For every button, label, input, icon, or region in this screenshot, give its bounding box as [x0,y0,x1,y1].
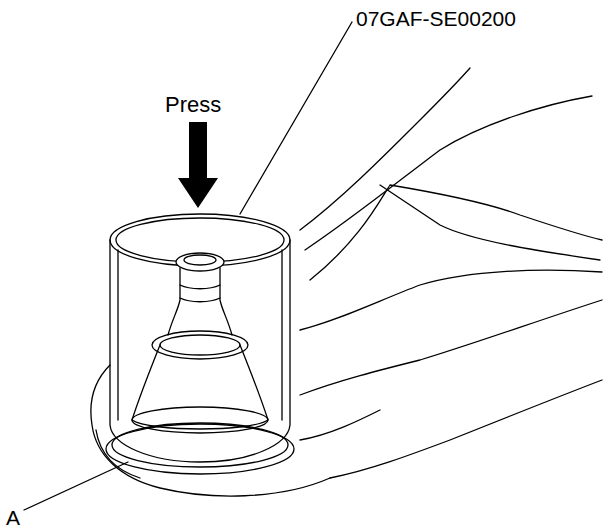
ball-joint-boot [132,345,268,429]
arm-edge [380,185,600,260]
leader-line [240,22,352,214]
arm-edge [305,96,592,250]
flange-outline [91,365,330,496]
boot-ring [152,331,248,359]
action-label: Press [165,94,221,116]
ball-joint-stud [168,268,232,335]
arm-edge [330,380,602,478]
stud-tip [184,255,216,265]
boot-ring [160,335,240,355]
leader-line [24,462,128,510]
arm-edge [300,68,470,230]
arm-edge [300,300,602,395]
tool-body [118,250,282,420]
arm-edge [300,270,602,330]
snap-ring [106,424,294,474]
stud-tip [176,253,224,271]
arm-edge [300,410,380,440]
arm-edge [310,185,602,280]
tool-body [110,240,290,462]
press-arrow [178,122,218,208]
boot-ring [132,407,268,433]
tool-number: 07GAF-SE00200 [356,8,516,29]
callout-letter: A [6,507,20,528]
stud-thread [180,285,220,302]
